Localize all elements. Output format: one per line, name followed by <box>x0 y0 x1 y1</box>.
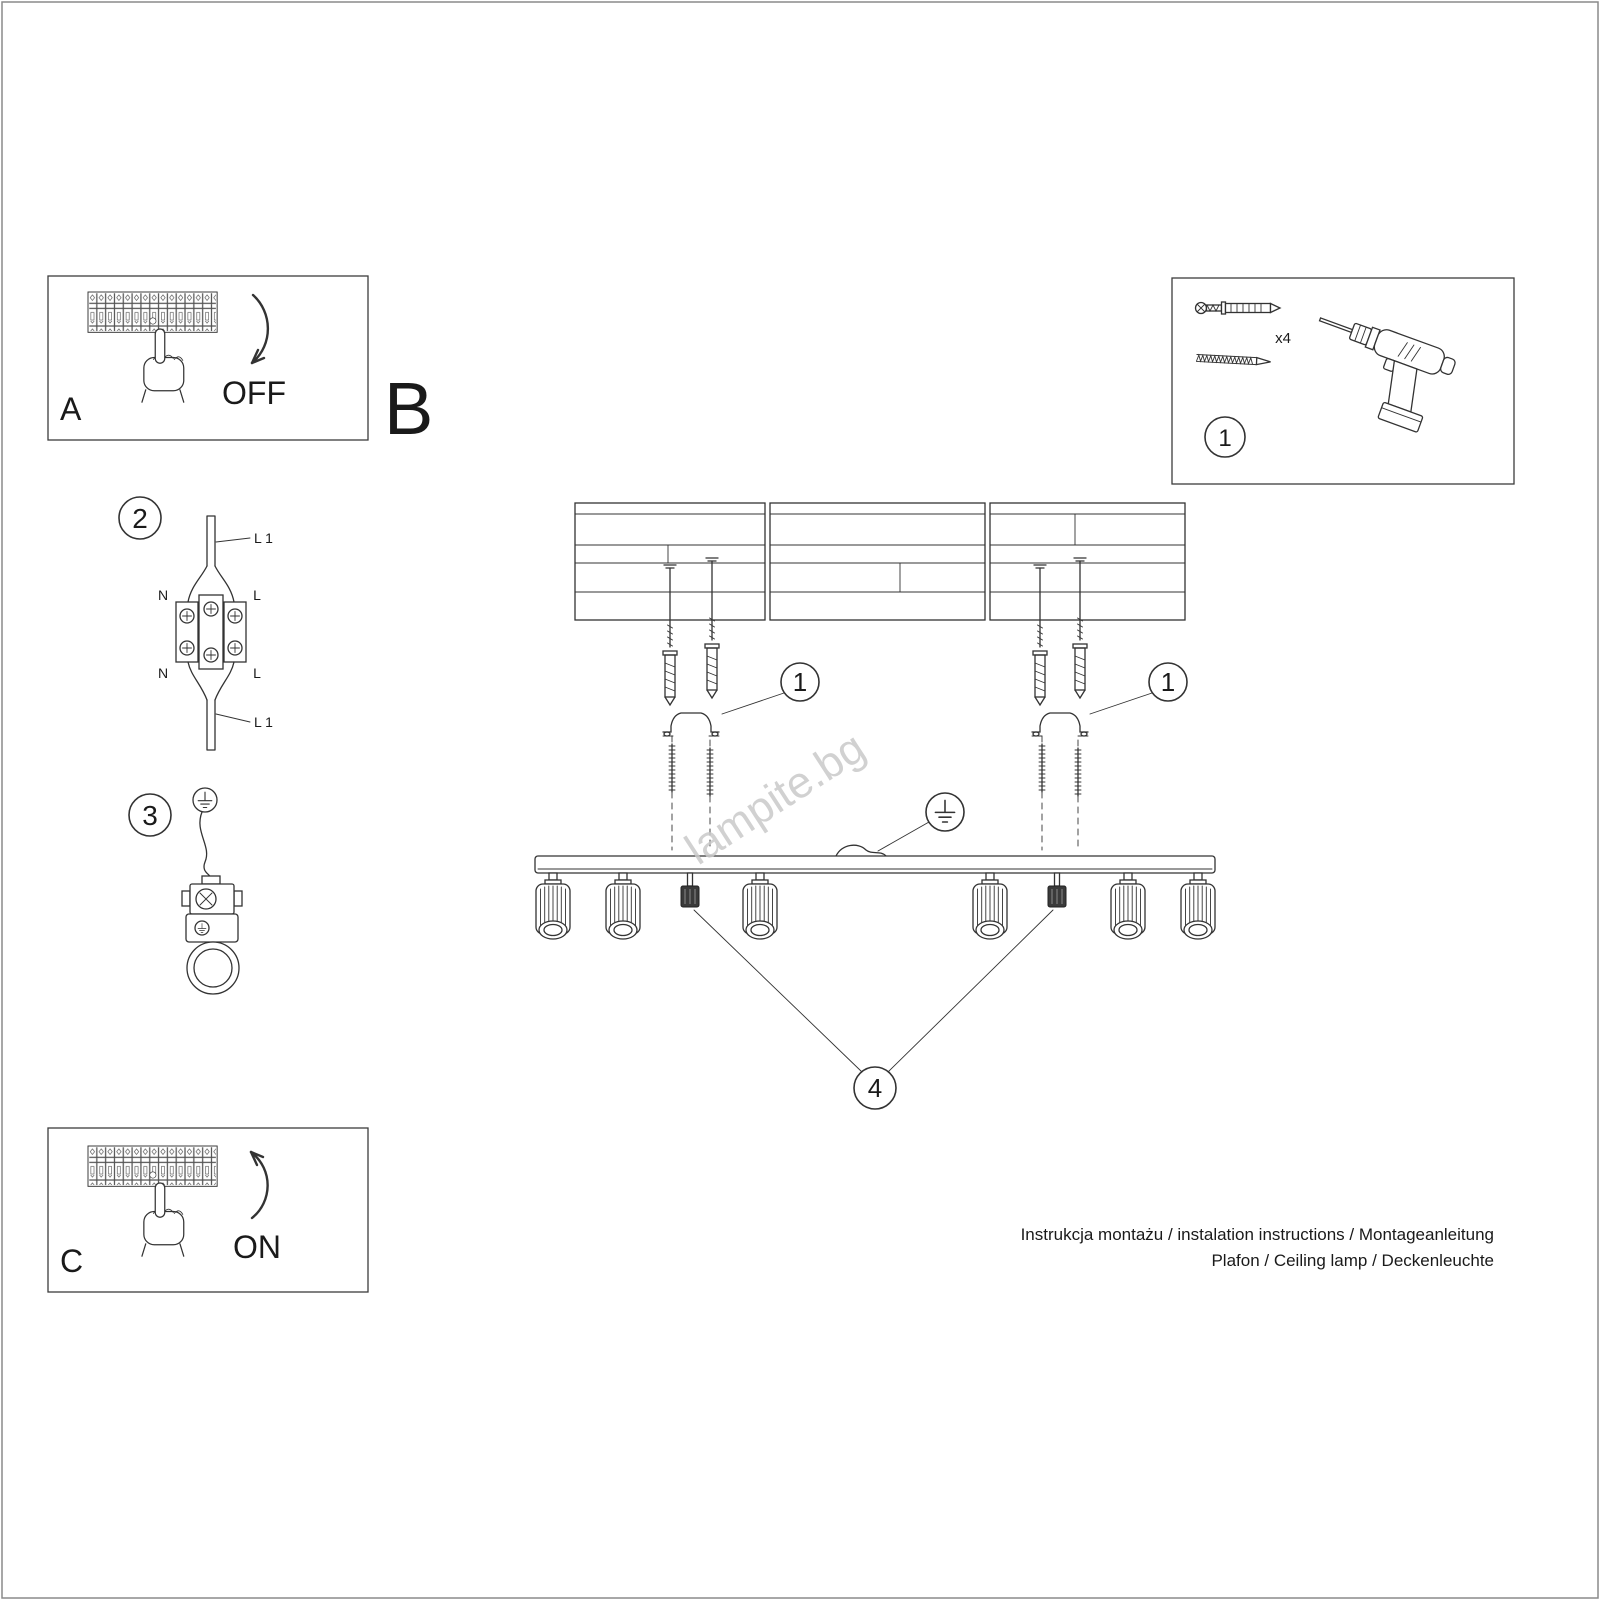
drill-icon <box>1318 317 1456 433</box>
step-2-callout-circle <box>118 496 162 540</box>
footer-line-2: Plafon / Ceiling lamp / Deckenleuchte <box>1211 1251 1494 1270</box>
panel-c-label: C <box>60 1243 83 1279</box>
panel-a-state-label: OFF <box>222 375 286 411</box>
callout-number-caps: 4 <box>868 1073 882 1103</box>
leader-line <box>215 713 251 723</box>
footer-line-1: Instrukcja montażu / instalation instruc… <box>1021 1225 1494 1244</box>
spotlight-icon <box>742 872 778 940</box>
callout-circle-anchor-left <box>780 662 820 702</box>
tools-panel: x4 1 <box>1171 277 1515 485</box>
callout-circle-tools <box>1204 416 1246 458</box>
wire-label-l-bottom: L <box>253 665 261 681</box>
ceiling-panel-lines <box>574 513 766 593</box>
cap-knob-icon <box>680 872 700 908</box>
terminal-screw-icon <box>179 640 195 656</box>
threaded-rod-icon <box>1038 743 1046 793</box>
spotlight-icon <box>535 872 571 940</box>
cap-knob-icon <box>1047 872 1067 908</box>
mounting-bracket-icon <box>662 712 720 737</box>
tools-panel-border <box>1171 277 1515 485</box>
circuit-breaker-icon <box>87 291 218 333</box>
connector-flange-left <box>181 890 191 907</box>
wire-label-top: L 1 <box>254 530 273 546</box>
ground-cable <box>835 844 887 857</box>
leader-line <box>721 692 785 715</box>
leader-line <box>215 537 251 543</box>
threaded-rod-icon <box>706 747 714 797</box>
ceiling-panel <box>989 502 1186 621</box>
step-3-grounding: 3 <box>128 787 243 995</box>
arrow-down-icon <box>250 293 270 365</box>
arrow-up-icon <box>249 1150 269 1220</box>
callout-number-tools: 1 <box>1218 425 1231 452</box>
panel-a-power-off: A OFF <box>47 275 369 441</box>
dashed-guide-line <box>671 791 711 851</box>
wire-label-bottom: L 1 <box>254 714 273 730</box>
callout-circle-anchor-right <box>1148 662 1188 702</box>
wall-plug-with-screw-icon <box>1194 301 1282 315</box>
callout-number-anchor-right: 1 <box>1161 667 1175 697</box>
pointing-hand-icon <box>141 328 185 403</box>
section-b-label: B <box>384 367 433 450</box>
threaded-rod-icon <box>668 743 676 793</box>
dashed-guide-line <box>1041 735 1079 749</box>
ground-wire <box>199 811 212 879</box>
wires-top <box>187 565 235 603</box>
lamp-bar <box>534 855 1216 874</box>
dashed-guide-line <box>1041 791 1079 851</box>
mounting-bracket-icon <box>1031 712 1089 737</box>
leader-line <box>1089 692 1153 715</box>
pointing-hand-icon <box>141 1182 185 1257</box>
spotlight-icon <box>972 872 1008 940</box>
panel-a-label: A <box>60 391 82 427</box>
screw-cross <box>199 892 213 906</box>
terminal-screw-icon <box>179 608 195 624</box>
callout-circle-caps <box>853 1066 897 1110</box>
terminal-screw-icon <box>203 647 219 663</box>
cable-top <box>206 515 216 567</box>
leader-line <box>877 821 930 852</box>
spotlight-icon <box>1180 872 1216 940</box>
connector-tab <box>201 875 221 885</box>
callout-number-anchor-left: 1 <box>793 667 807 697</box>
step-2-callout-number: 2 <box>132 503 148 534</box>
wire-label-l-top: L <box>253 587 261 603</box>
ceiling-panel-lines <box>989 513 1186 593</box>
watermark: lampite.bg <box>677 723 874 875</box>
wire-label-n-top: N <box>158 587 168 603</box>
spotlight-icon <box>1110 872 1146 940</box>
panel-c-power-on: C ON <box>47 1127 369 1293</box>
assembly-diagram: 1 1 4 <box>534 502 1216 1110</box>
terminal-screw-icon <box>227 608 243 624</box>
connector-flange-right <box>233 890 243 907</box>
threaded-rod-icon <box>1074 747 1082 797</box>
cable-bottom <box>206 699 216 751</box>
cable-ring-inner <box>193 948 233 988</box>
screw-icon <box>1196 353 1271 366</box>
terminal-screw-icon <box>227 640 243 656</box>
panel-a-border <box>47 275 369 441</box>
wire-label-n-bottom: N <box>158 665 168 681</box>
panel-c-border <box>47 1127 369 1293</box>
terminal-screw-icon <box>203 601 219 617</box>
anchor-quantity-label: x4 <box>1275 330 1291 347</box>
circuit-breaker-icon <box>87 1145 218 1187</box>
dashed-guide-line <box>671 735 711 749</box>
wires-bottom <box>187 661 235 701</box>
panel-c-state-label: ON <box>233 1229 281 1265</box>
step-3-callout-number: 3 <box>142 800 158 831</box>
leader-line <box>693 909 1054 1073</box>
step-2-wiring: 2 L 1 N L N L L 1 <box>118 496 273 751</box>
ceiling-panel-lines <box>769 513 986 593</box>
step-3-callout-circle <box>128 793 172 837</box>
ceiling-panel <box>769 502 986 621</box>
spotlight-icon <box>605 872 641 940</box>
ground-plate <box>185 913 239 943</box>
